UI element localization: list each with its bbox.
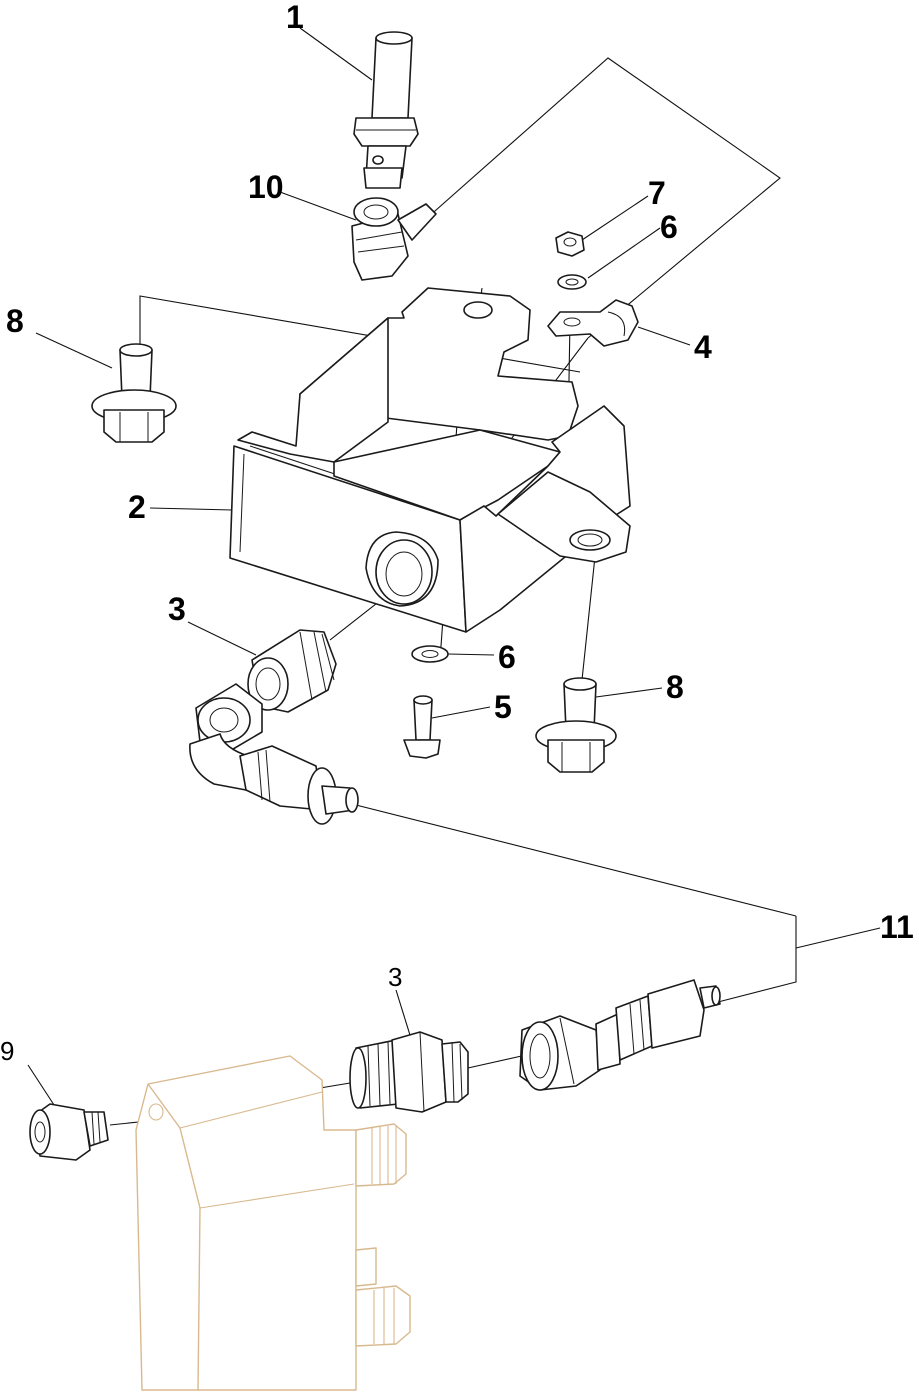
part-1-sensor	[353, 31, 419, 189]
part-3-adapter-bottom	[349, 1031, 469, 1113]
callout-8-right: 8	[666, 669, 684, 705]
callout-10: 10	[248, 169, 284, 205]
callout-2: 2	[128, 489, 146, 525]
callout-4: 4	[694, 329, 712, 365]
callout-8-left: 8	[6, 303, 24, 339]
part-4-clamp	[547, 299, 639, 347]
part-8-stud-right	[535, 677, 617, 773]
part-10-connector	[351, 197, 437, 281]
part-6-washer-bottom	[411, 645, 449, 663]
part-11-hose-bottom	[519, 979, 721, 1091]
part-8-stud-left	[91, 343, 177, 443]
part-11-hose-top	[189, 683, 359, 825]
callout-3-top: 3	[168, 591, 186, 627]
part-7-nut	[555, 231, 585, 257]
callout-11: 11	[880, 909, 914, 945]
part-6-washer-top	[557, 274, 587, 290]
callout-9: 9	[0, 1036, 14, 1066]
callout-3-bottom: 3	[388, 962, 402, 992]
callout-6-top: 6	[660, 209, 678, 245]
callout-labels: 1 10 7 6 8 4 2 3 6 8 5 11 3 9	[0, 0, 914, 1066]
callout-7: 7	[648, 175, 666, 211]
part-5-bolt	[403, 695, 441, 759]
callout-5: 5	[494, 689, 512, 725]
part-3-fitting-top	[247, 629, 337, 713]
callout-6-bottom: 6	[498, 639, 516, 675]
part-2-bracket	[229, 287, 631, 633]
part-9-plug	[29, 1103, 109, 1161]
callout-1: 1	[286, 0, 304, 35]
ghost-manifold-block	[135, 1055, 411, 1391]
